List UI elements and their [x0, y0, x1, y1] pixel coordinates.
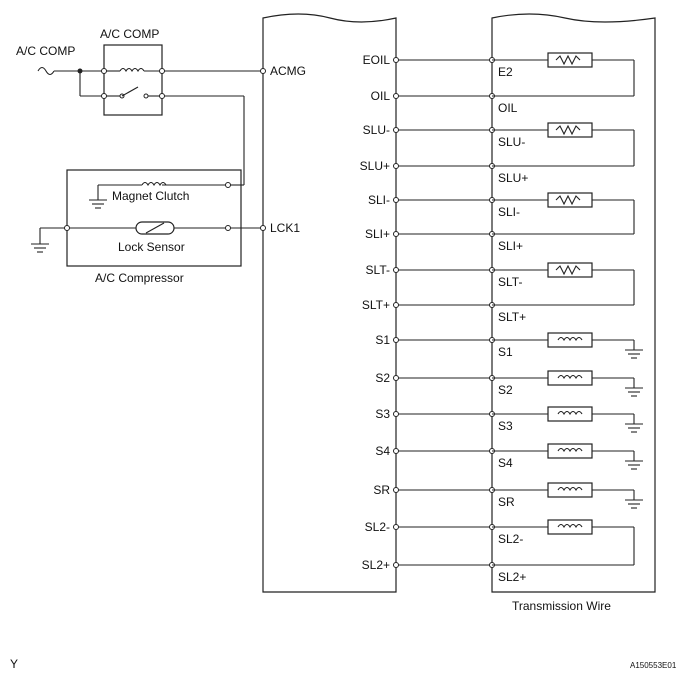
resistor-zigzag — [555, 54, 581, 66]
ecm-pin — [393, 411, 399, 417]
wire-pin-label: S1 — [498, 345, 513, 359]
ac-box-pins — [64, 68, 266, 231]
wire-pin-label: SL2- — [498, 532, 523, 546]
ecm-pin — [393, 163, 399, 169]
ecm-pin-label: S3 — [375, 407, 390, 421]
ac-comp-relay-box — [103, 44, 163, 116]
resistor-zigzag — [555, 194, 581, 206]
ecm-pin — [393, 562, 399, 568]
wire-pin-label: SR — [498, 495, 515, 509]
ecm-pin — [393, 57, 399, 63]
ecm-pin — [393, 302, 399, 308]
coil-symbol — [557, 336, 583, 342]
ecm-pin — [393, 267, 399, 273]
ecm-pin — [393, 375, 399, 381]
ecm-pin-label: SLT- — [366, 263, 390, 277]
wire-pin-label: SL2+ — [498, 570, 526, 584]
transmission-wire-block — [491, 13, 656, 593]
resistor-zigzag — [555, 124, 581, 136]
ecm-pin-label: SLI+ — [365, 227, 390, 241]
wire-pin-label: OIL — [498, 101, 518, 115]
wire-pin-label: SLI+ — [498, 239, 523, 253]
coil-symbol — [557, 447, 583, 453]
ecm-pin-label: OIL — [371, 89, 391, 103]
wire-pin-label: E2 — [498, 65, 513, 79]
ac-wiring — [31, 66, 263, 253]
resistor-zigzag — [555, 264, 581, 276]
ecm-pin-label: SLU- — [363, 123, 390, 137]
magnet-clutch-label: Magnet Clutch — [112, 189, 189, 203]
coil-symbol — [557, 410, 583, 416]
ecm-pin — [393, 197, 399, 203]
ecm-pin-label: SL2- — [365, 520, 390, 534]
wire-pin-label: SLI- — [498, 205, 520, 219]
wire-pin-label: S4 — [498, 456, 513, 470]
ecm-pin-label: S1 — [375, 333, 390, 347]
ac-compressor-label: A/C Compressor — [95, 271, 184, 285]
ecm-pin-label: S4 — [375, 444, 390, 458]
ecm-pin — [393, 448, 399, 454]
lck1-label: LCK1 — [270, 221, 300, 235]
ecm-block — [262, 13, 397, 593]
wire-pin-label: S2 — [498, 383, 513, 397]
ecm-pin — [393, 487, 399, 493]
coil-symbol — [557, 374, 583, 380]
wire-pin-label: S3 — [498, 419, 513, 433]
coil-symbol — [557, 486, 583, 492]
ecm-pin-label: SLI- — [368, 193, 390, 207]
ecm-pin-label: SLU+ — [360, 159, 390, 173]
ecm-pin-label: SR — [373, 483, 390, 497]
ac-comp-input-label: A/C COMP — [16, 44, 75, 58]
corner-right-label: A150553E01 — [630, 661, 677, 670]
ecm-pin-label: SL2+ — [362, 558, 390, 572]
wire-pin-label: SLT- — [498, 275, 522, 289]
transmission-wire-label: Transmission Wire — [512, 599, 611, 613]
ecm-pin — [393, 524, 399, 530]
ecm-pin — [393, 127, 399, 133]
wire-pin-label: SLT+ — [498, 310, 526, 324]
coil-symbol — [557, 523, 583, 529]
ecm-pin-label: S2 — [375, 371, 390, 385]
ecm-pin — [393, 337, 399, 343]
corner-left-label: Y — [10, 657, 18, 671]
lock-sensor-label: Lock Sensor — [118, 240, 185, 254]
wire-pin-label: SLU+ — [498, 171, 528, 185]
ecm-pin — [393, 93, 399, 99]
acmg-label: ACMG — [270, 64, 306, 78]
ecm-pin-label: SLT+ — [362, 298, 390, 312]
ecm-pin-label: EOIL — [363, 53, 391, 67]
ac-comp-relay-label: A/C COMP — [100, 27, 159, 41]
ecm-pin — [393, 231, 399, 237]
wire-pin-label: SLU- — [498, 135, 525, 149]
